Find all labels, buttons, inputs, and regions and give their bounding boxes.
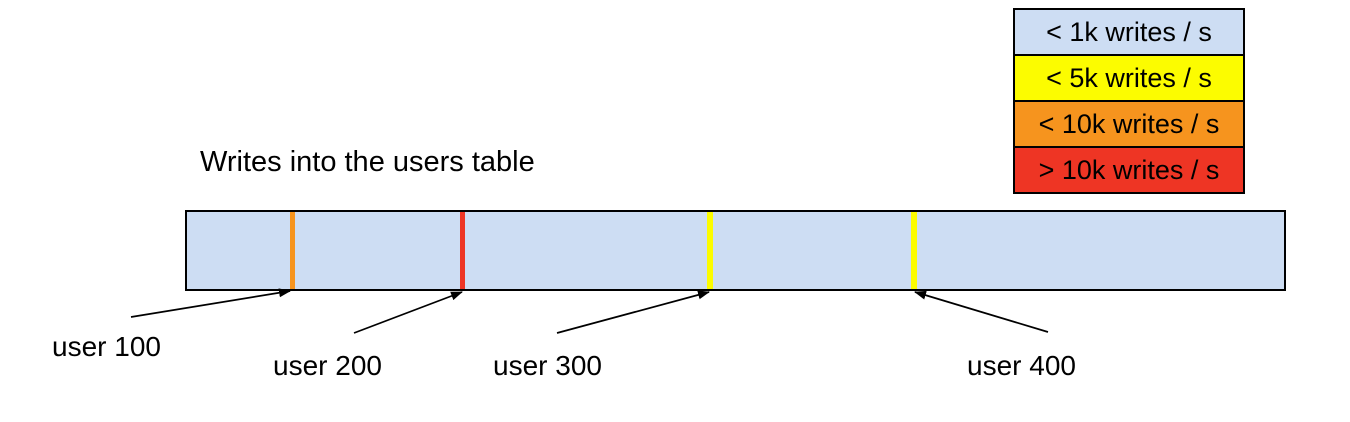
diagram-title: Writes into the users table <box>200 146 535 178</box>
legend-item-lt-10k: < 10k writes / s <box>1013 100 1245 148</box>
user-label-user-200: user 200 <box>273 350 382 381</box>
legend-item-gt-10k: > 10k writes / s <box>1013 146 1245 194</box>
legend-item-label: > 10k writes / s <box>1038 154 1220 185</box>
legend-item-label: < 5k writes / s <box>1046 62 1212 93</box>
users-table-bar <box>185 210 1286 291</box>
arrow-line-user-400 <box>914 290 1049 333</box>
arrow-line-user-200 <box>353 291 463 334</box>
hotspot-marker-user-200 <box>460 212 465 289</box>
legend-item-label: < 1k writes / s <box>1046 16 1212 47</box>
legend-item-label: < 10k writes / s <box>1038 108 1220 139</box>
user-label-user-300: user 300 <box>493 350 602 381</box>
legend-item-lt-5k: < 5k writes / s <box>1013 54 1245 102</box>
hotspot-marker-user-400 <box>911 212 917 289</box>
arrow-line-user-100 <box>130 288 291 318</box>
hotspot-marker-user-300 <box>707 212 713 289</box>
user-label-user-100: user 100 <box>52 331 161 362</box>
hotspot-marker-user-100 <box>290 212 295 289</box>
legend: < 1k writes / s < 5k writes / s < 10k writ… <box>1013 8 1245 194</box>
arrow-line-user-300 <box>556 290 710 334</box>
user-label-user-400: user 400 <box>967 350 1076 381</box>
legend-item-lt-1k: < 1k writes / s <box>1013 8 1245 56</box>
